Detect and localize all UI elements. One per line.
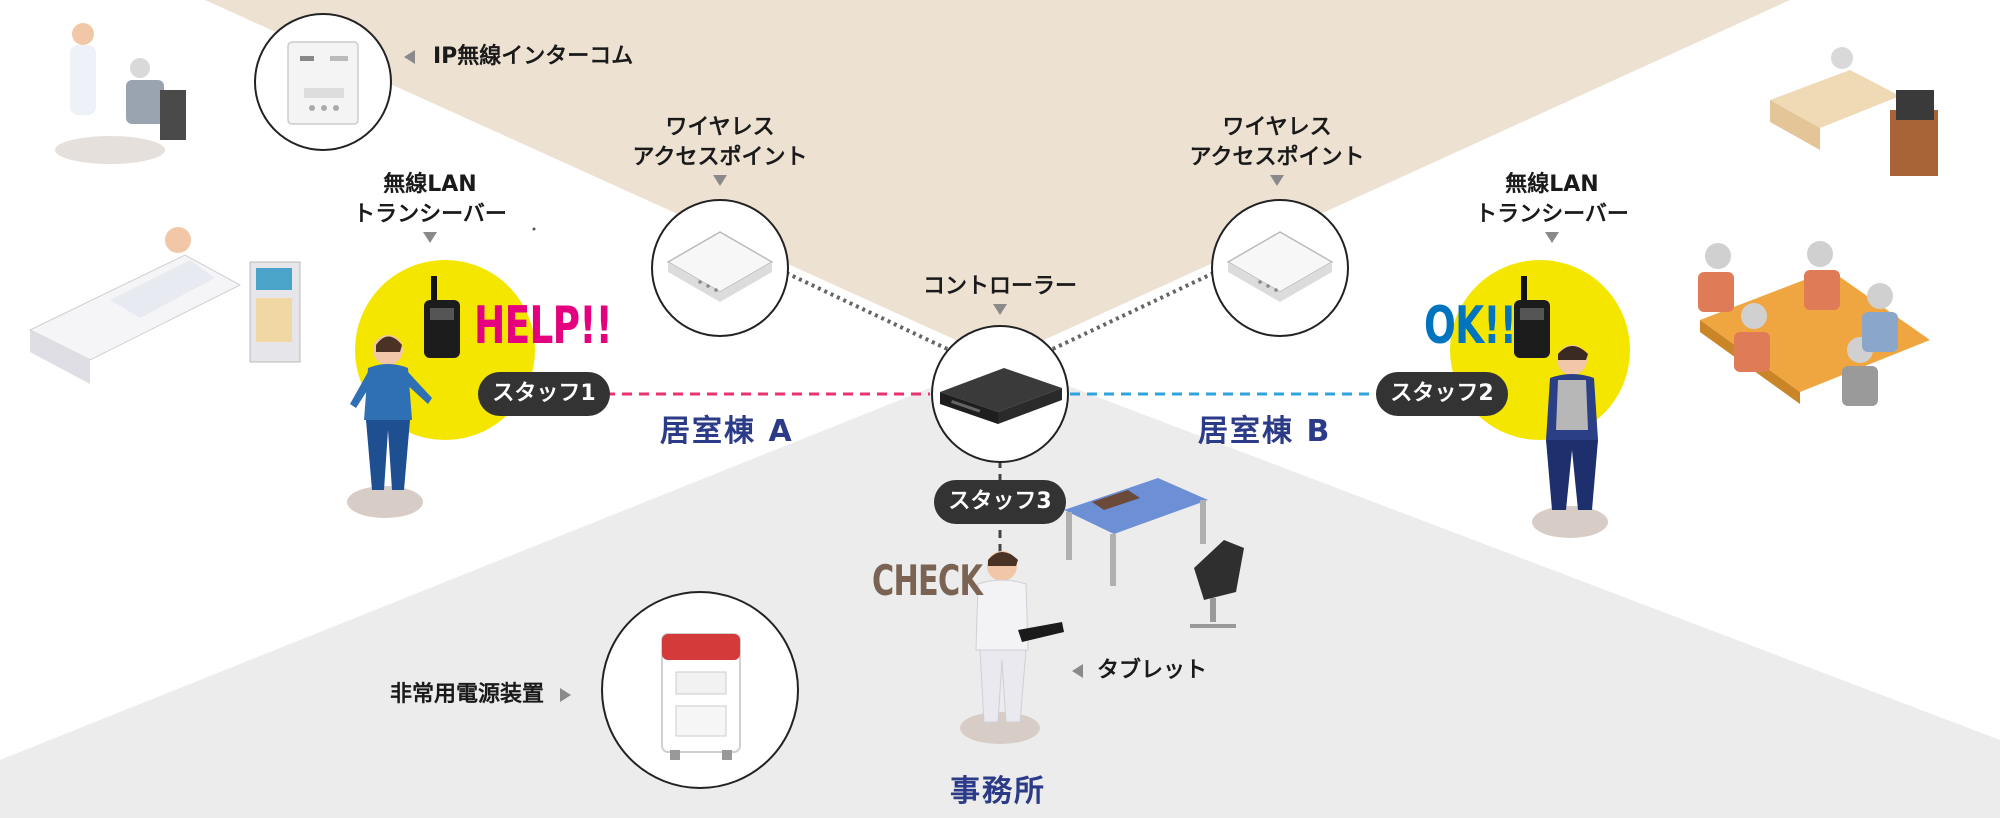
staff2-figure bbox=[1532, 345, 1608, 538]
transceiver-left-pointer bbox=[423, 232, 437, 243]
link-ap-left bbox=[779, 268, 961, 357]
ap-left-label-line2: アクセスポイント bbox=[632, 145, 808, 170]
transceiver-right-icon bbox=[1514, 276, 1550, 358]
staff2-badge: スタッフ2 bbox=[1376, 372, 1508, 416]
intercom-label-text: IP無線インターコム bbox=[433, 44, 634, 69]
ap-right-label-line1: ワイヤレス bbox=[1222, 115, 1332, 140]
staff1-figure bbox=[347, 335, 432, 518]
staff1-badge: スタッフ1 bbox=[478, 372, 610, 416]
controller-pointer bbox=[993, 304, 1007, 315]
office-chair bbox=[1190, 540, 1244, 628]
staff3-badge: スタッフ3 bbox=[934, 480, 1066, 524]
tablet-label: タブレット bbox=[1072, 656, 1207, 686]
tablet-pointer bbox=[1072, 664, 1083, 678]
office-desk bbox=[1064, 478, 1208, 586]
transceiver-right-pointer bbox=[1545, 232, 1559, 243]
link-ap-right bbox=[1039, 268, 1221, 357]
controller-label-text: コントローラー bbox=[922, 274, 1077, 299]
ap-left-pointer bbox=[713, 175, 727, 186]
wing-b-label: 居室棟 B bbox=[1198, 414, 1332, 449]
transceiver-left-label-line1: 無線LAN bbox=[383, 172, 477, 197]
hospital-bed-scene bbox=[28, 227, 301, 384]
transceiver-right-label-line1: 無線LAN bbox=[1505, 172, 1599, 197]
ap-left-label: ワイヤレス アクセスポイント bbox=[620, 113, 820, 186]
emergency-power-pointer bbox=[560, 688, 572, 702]
help-call: HELP!! bbox=[474, 296, 613, 356]
transceiver-left-icon bbox=[424, 276, 460, 358]
ap-right-pointer bbox=[1270, 175, 1284, 186]
transceiver-right-label-line2: トランシーバー bbox=[1475, 202, 1629, 227]
tablet-label-text: タブレット bbox=[1097, 658, 1208, 683]
ap-left-label-line1: ワイヤレス bbox=[665, 115, 775, 140]
emergency-power-label-text: 非常用電源装置 bbox=[390, 682, 545, 707]
office-label: 事務所 bbox=[950, 774, 1046, 809]
caregiver-scene bbox=[55, 23, 186, 164]
intercom-device bbox=[254, 13, 392, 151]
stray-dot bbox=[532, 227, 536, 231]
controller-label: コントローラー bbox=[900, 272, 1100, 315]
transceiver-left-label-line2: トランシーバー bbox=[353, 202, 507, 227]
ap-right-label-line2: アクセスポイント bbox=[1189, 145, 1365, 170]
intercom-pointer bbox=[404, 50, 415, 64]
dining-scene bbox=[1698, 241, 1930, 406]
transceiver-left-label: 無線LAN トランシーバー bbox=[330, 170, 530, 243]
living-room-scene bbox=[1770, 47, 1938, 176]
intercom-label: IP無線インターコム bbox=[404, 42, 633, 72]
ap-right-label: ワイヤレス アクセスポイント bbox=[1177, 113, 1377, 186]
emergency-power-device bbox=[601, 591, 799, 789]
transceiver-right-label: 無線LAN トランシーバー bbox=[1452, 170, 1652, 243]
access-point-right bbox=[1211, 199, 1349, 337]
controller-device bbox=[931, 325, 1069, 463]
check-call: CHECK bbox=[872, 556, 983, 605]
ok-call: OK!! bbox=[1424, 296, 1517, 356]
emergency-power-label: 非常用電源装置 bbox=[390, 680, 572, 710]
access-point-left bbox=[651, 199, 789, 337]
upper-zone-background bbox=[205, 0, 1790, 360]
wing-a-label: 居室棟 A bbox=[660, 414, 794, 449]
staff3-figure bbox=[960, 551, 1064, 744]
